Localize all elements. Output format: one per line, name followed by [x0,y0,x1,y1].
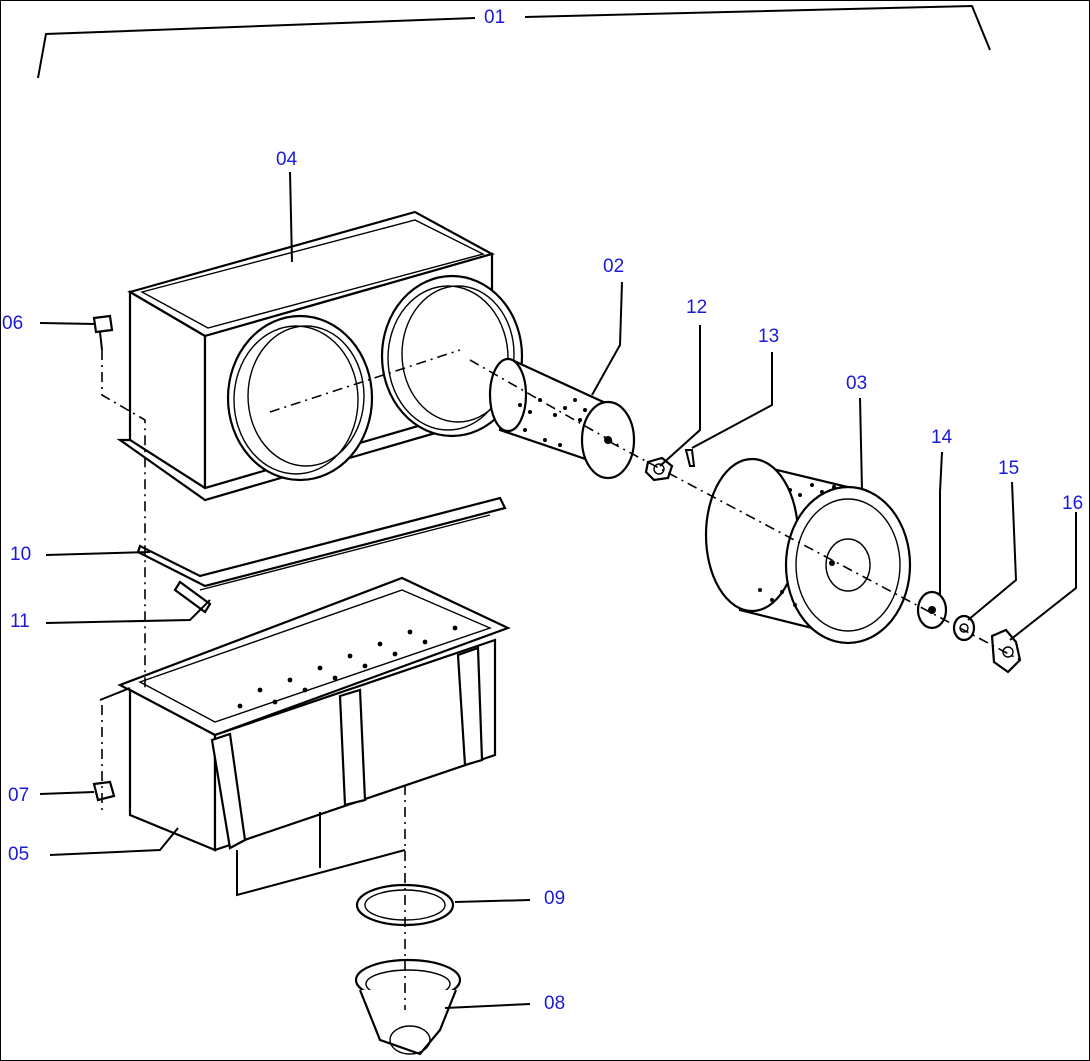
outer-filter-drawing [704,457,912,645]
nut-07-drawing [92,780,116,802]
callout-14: 14 [931,427,953,448]
callout-03: 03 [846,373,868,394]
lower-housing-drawing [117,576,511,852]
callout-11: 11 [10,611,30,632]
leader-lines [39,171,1077,1009]
callout-02: 02 [603,256,625,277]
callout-06: 06 [2,313,24,334]
gasket-strips-drawing [136,496,507,614]
callout-08: 08 [544,993,566,1014]
pin-13-drawing [684,449,696,467]
callout-01: 01 [484,7,506,28]
callout-09: 09 [544,888,566,909]
dust-valve-drawing [354,958,462,1056]
washer-14-drawing [916,590,948,630]
callout-16: 16 [1062,493,1084,514]
assembly-centre-lines [99,349,1021,1010]
callout-15: 15 [998,458,1020,479]
screw-06-drawing [92,314,114,351]
callout-13: 13 [758,326,780,347]
washer-15-drawing [952,614,976,642]
callout-10: 10 [10,544,32,565]
assembly-bracket [37,4,991,79]
upper-housing-drawing [116,210,524,502]
callout-05: 05 [8,844,30,865]
callout-07: 07 [8,785,30,806]
callout-04: 04 [276,149,298,170]
callout-12: 12 [686,297,708,318]
nut-12-drawing [644,456,674,482]
inner-filter-drawing [488,357,636,480]
